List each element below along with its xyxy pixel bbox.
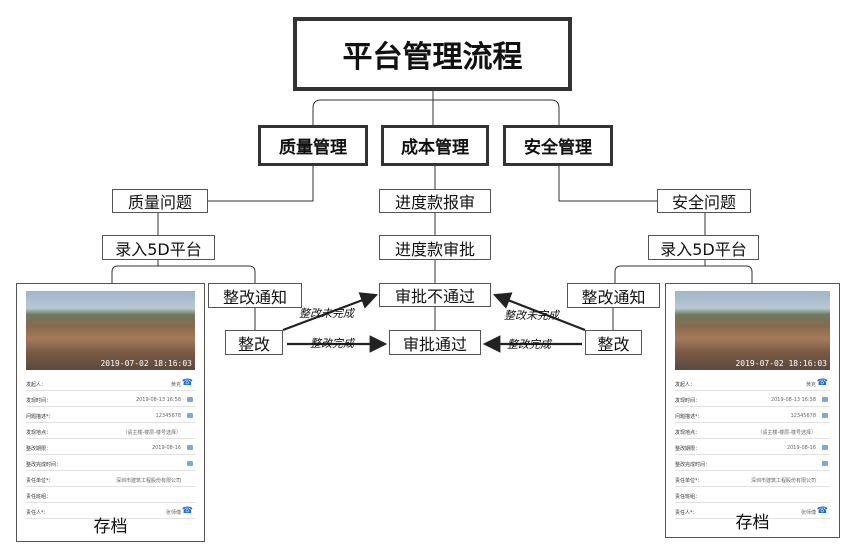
page-title: 平台管理流程 <box>293 17 572 91</box>
progress-submit-node: 进度款报审 <box>379 189 491 213</box>
field-value: 2019-08-13 16:58 <box>135 397 181 403</box>
safety-issue-node: 安全问题 <box>657 189 751 213</box>
calendar-icon <box>822 397 828 402</box>
form-row: 责任人*： 张师傅☎ <box>675 506 830 519</box>
form-row: 责任人*： 张师傅☎ <box>26 506 195 519</box>
field-label: 发现时间： <box>26 398 52 404</box>
field-value: 2019-08-16 <box>151 445 181 451</box>
phone-icon: ☎ <box>816 378 828 388</box>
form-row: 发起人： 黄克☎ <box>675 378 830 391</box>
field-label: 整改完成时间： <box>26 462 62 468</box>
pass-node: 审批通过 <box>389 330 481 355</box>
calendar-icon <box>822 461 828 466</box>
left-rectify-node: 整改 <box>225 330 283 355</box>
form-row: 发现时间： 2019-08-13 16:58 <box>675 394 830 407</box>
field-label: 责任班组： <box>26 494 52 500</box>
quality-issue-node: 质量问题 <box>112 189 208 213</box>
field-value: 张师傅 <box>165 510 181 516</box>
edge-label-not-done-left: 整改未完成 <box>299 307 354 320</box>
field-label: 发现地点： <box>26 430 52 436</box>
photo-timestamp: 2019-07-02 18:16:03 <box>735 359 827 368</box>
field-label: 问题描述*： <box>675 414 703 420</box>
field-value: 黄克 <box>170 382 181 388</box>
left-notice-node: 整改通知 <box>208 283 302 308</box>
form-row: 问题描述*： 12345678 <box>675 410 830 423</box>
archive-caption: 存档 <box>735 513 770 533</box>
field-label: 责任单位*： <box>26 478 54 484</box>
field-label: 发起人： <box>26 382 47 388</box>
form-row: 整改期限： 2019-08-16 <box>675 442 830 455</box>
edge-label-done-left: 整改完成 <box>310 337 354 350</box>
edit-icon <box>187 413 193 418</box>
form-row: 发起人： 黄克☎ <box>26 378 195 391</box>
form-row: 责任班组： <box>26 490 195 503</box>
right-entry-node: 录入5D平台 <box>648 235 759 260</box>
edit-icon <box>822 413 828 418</box>
calendar-icon <box>822 445 828 450</box>
form-row: 责任单位*： 深圳市建筑工程股份有限公司 <box>675 474 830 487</box>
field-label: 整改期限： <box>675 446 701 452</box>
archive-card-left: 2019-07-02 18:16:03 发起人：黄克☎发现时间：2019-08-… <box>16 283 205 542</box>
field-label: 整改完成时间： <box>675 462 711 468</box>
form-row: 整改期限： 2019-08-16 <box>26 442 195 455</box>
form-row: 发现地点： （请主楼-楼层-楼号选择） <box>675 426 830 439</box>
edge-label-not-done-right: 整改未完成 <box>504 309 559 322</box>
field-label: 责任班组： <box>675 494 701 500</box>
cost-management-node: 成本管理 <box>381 125 489 166</box>
form-row: 整改完成时间： <box>675 458 830 471</box>
field-value: （请主楼-楼层-楼号选择） <box>122 430 181 436</box>
progress-approve-node: 进度款审批 <box>379 235 491 260</box>
field-label: 发现时间： <box>675 398 701 404</box>
field-value: 12345678 <box>790 413 816 419</box>
field-value: 黄克 <box>805 382 816 388</box>
phone-icon: ☎ <box>181 378 193 388</box>
field-label: 责任单位*： <box>675 478 703 484</box>
left-entry-node: 录入5D平台 <box>102 235 215 260</box>
calendar-icon <box>187 397 193 402</box>
form-row: 问题描述*： 12345678 <box>26 410 195 423</box>
archive-card-right: 2019-07-02 18:16:03 发起人：黄克☎发现时间：2019-08-… <box>665 283 840 538</box>
form-row: 责任单位*： 深圳市建筑工程股份有限公司 <box>26 474 195 487</box>
field-value: 2019-08-16 <box>786 445 816 451</box>
quality-management-node: 质量管理 <box>258 125 368 166</box>
site-photo: 2019-07-02 18:16:03 <box>26 291 195 370</box>
field-value: 张师傅 <box>800 510 816 516</box>
site-photo: 2019-07-02 18:16:03 <box>675 291 830 370</box>
field-value: 12345678 <box>155 413 181 419</box>
field-label: 责任人*： <box>26 510 49 516</box>
edge-label-done-right: 整改完成 <box>507 338 551 351</box>
field-label: 发起人： <box>675 382 696 388</box>
form-row: 发现地点： （请主楼-楼层-楼号选择） <box>26 426 195 439</box>
safety-management-node: 安全管理 <box>503 125 613 166</box>
calendar-icon <box>187 445 193 450</box>
field-label: 问题描述*： <box>26 414 54 420</box>
calendar-icon <box>187 461 193 466</box>
field-value: （请主楼-楼层-楼号选择） <box>757 430 816 436</box>
field-label: 责任人*： <box>675 510 698 516</box>
phone-icon: ☎ <box>816 506 828 516</box>
field-label: 整改期限： <box>26 446 52 452</box>
reject-node: 审批不通过 <box>379 283 491 307</box>
form-row: 整改完成时间： <box>26 458 195 471</box>
right-notice-node: 整改通知 <box>567 283 660 308</box>
field-label: 发现地点： <box>675 430 701 436</box>
right-rectify-node: 整改 <box>585 330 642 355</box>
archive-caption: 存档 <box>93 517 128 537</box>
form-row: 发现时间： 2019-08-13 16:58 <box>26 394 195 407</box>
form-row: 责任班组： <box>675 490 830 503</box>
field-value: 深圳市建筑工程股份有限公司 <box>750 478 816 484</box>
phone-icon: ☎ <box>181 506 193 516</box>
photo-timestamp: 2019-07-02 18:16:03 <box>100 359 192 368</box>
field-value: 深圳市建筑工程股份有限公司 <box>115 478 181 484</box>
field-value: 2019-08-13 16:58 <box>770 397 816 403</box>
